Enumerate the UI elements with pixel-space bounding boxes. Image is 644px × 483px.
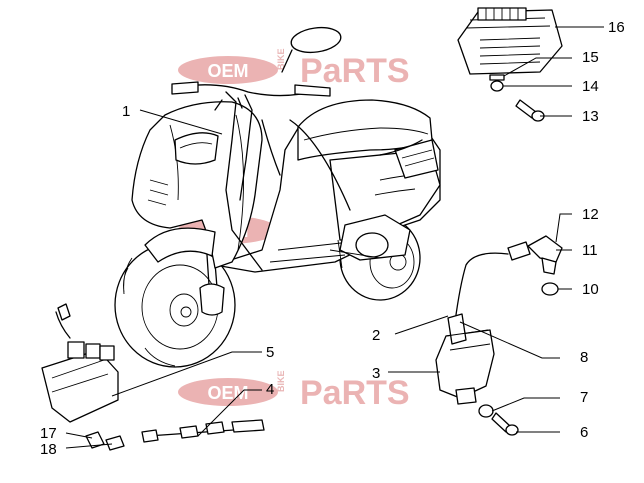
spark-plug-lead [141, 419, 265, 443]
watermark-top-left: OEM [207, 61, 248, 81]
coil-screw [491, 412, 519, 436]
callout-3: 3 [372, 365, 380, 382]
regulator-washer [490, 80, 504, 92]
regulator-bushing [489, 74, 505, 81]
callout-11: 11 [582, 242, 598, 259]
callout-12: 12 [582, 206, 599, 223]
seat [297, 99, 433, 161]
callout-7: 7 [580, 389, 588, 406]
terminal-pin [105, 435, 125, 451]
cdi-unit [41, 303, 119, 423]
rubber-cap [85, 431, 105, 449]
cap-terminal [507, 241, 531, 261]
ht-cable [454, 252, 509, 323]
callout-8: 8 [580, 349, 588, 366]
headlight [174, 132, 219, 165]
watermark-top-bike: BIKE [276, 48, 286, 70]
regulator-screw [515, 99, 545, 122]
watermark-bottom-left: OEM [207, 383, 248, 403]
callout-16: 16 [608, 19, 625, 36]
callout-14: 14 [582, 78, 599, 95]
watermark-top-right: PaRTS [300, 52, 410, 90]
mirror [290, 26, 342, 54]
callout-5: 5 [266, 344, 274, 361]
callout-15: 15 [582, 49, 599, 66]
ignition-coil [435, 313, 495, 405]
scooter-illustration [114, 26, 441, 368]
coil-washer [478, 404, 494, 418]
callout-10: 10 [582, 281, 599, 298]
callout-6: 6 [580, 424, 588, 441]
callout-17: 17 [40, 425, 57, 442]
watermark-bottom: OEM BIKE PaRTS [178, 370, 410, 412]
cap-rubber-seal [541, 282, 559, 296]
callout-1: 1 [122, 103, 130, 120]
callout-4: 4 [266, 381, 274, 398]
watermark-bottom-right: PaRTS [300, 374, 410, 412]
callout-13: 13 [582, 108, 599, 125]
callout-labels: 1 2 3 4 5 6 7 8 10 11 12 13 14 15 16 17 … [40, 19, 625, 458]
watermark-top: OEM BIKE PaRTS [178, 48, 410, 90]
watermark-bottom-bike: BIKE [276, 370, 286, 392]
spark-plug-cap [527, 235, 563, 275]
callout-2: 2 [372, 327, 380, 344]
voltage-regulator [457, 7, 563, 75]
front-body [131, 101, 263, 269]
callout-18: 18 [40, 441, 57, 458]
leader-lines [65, 26, 604, 449]
